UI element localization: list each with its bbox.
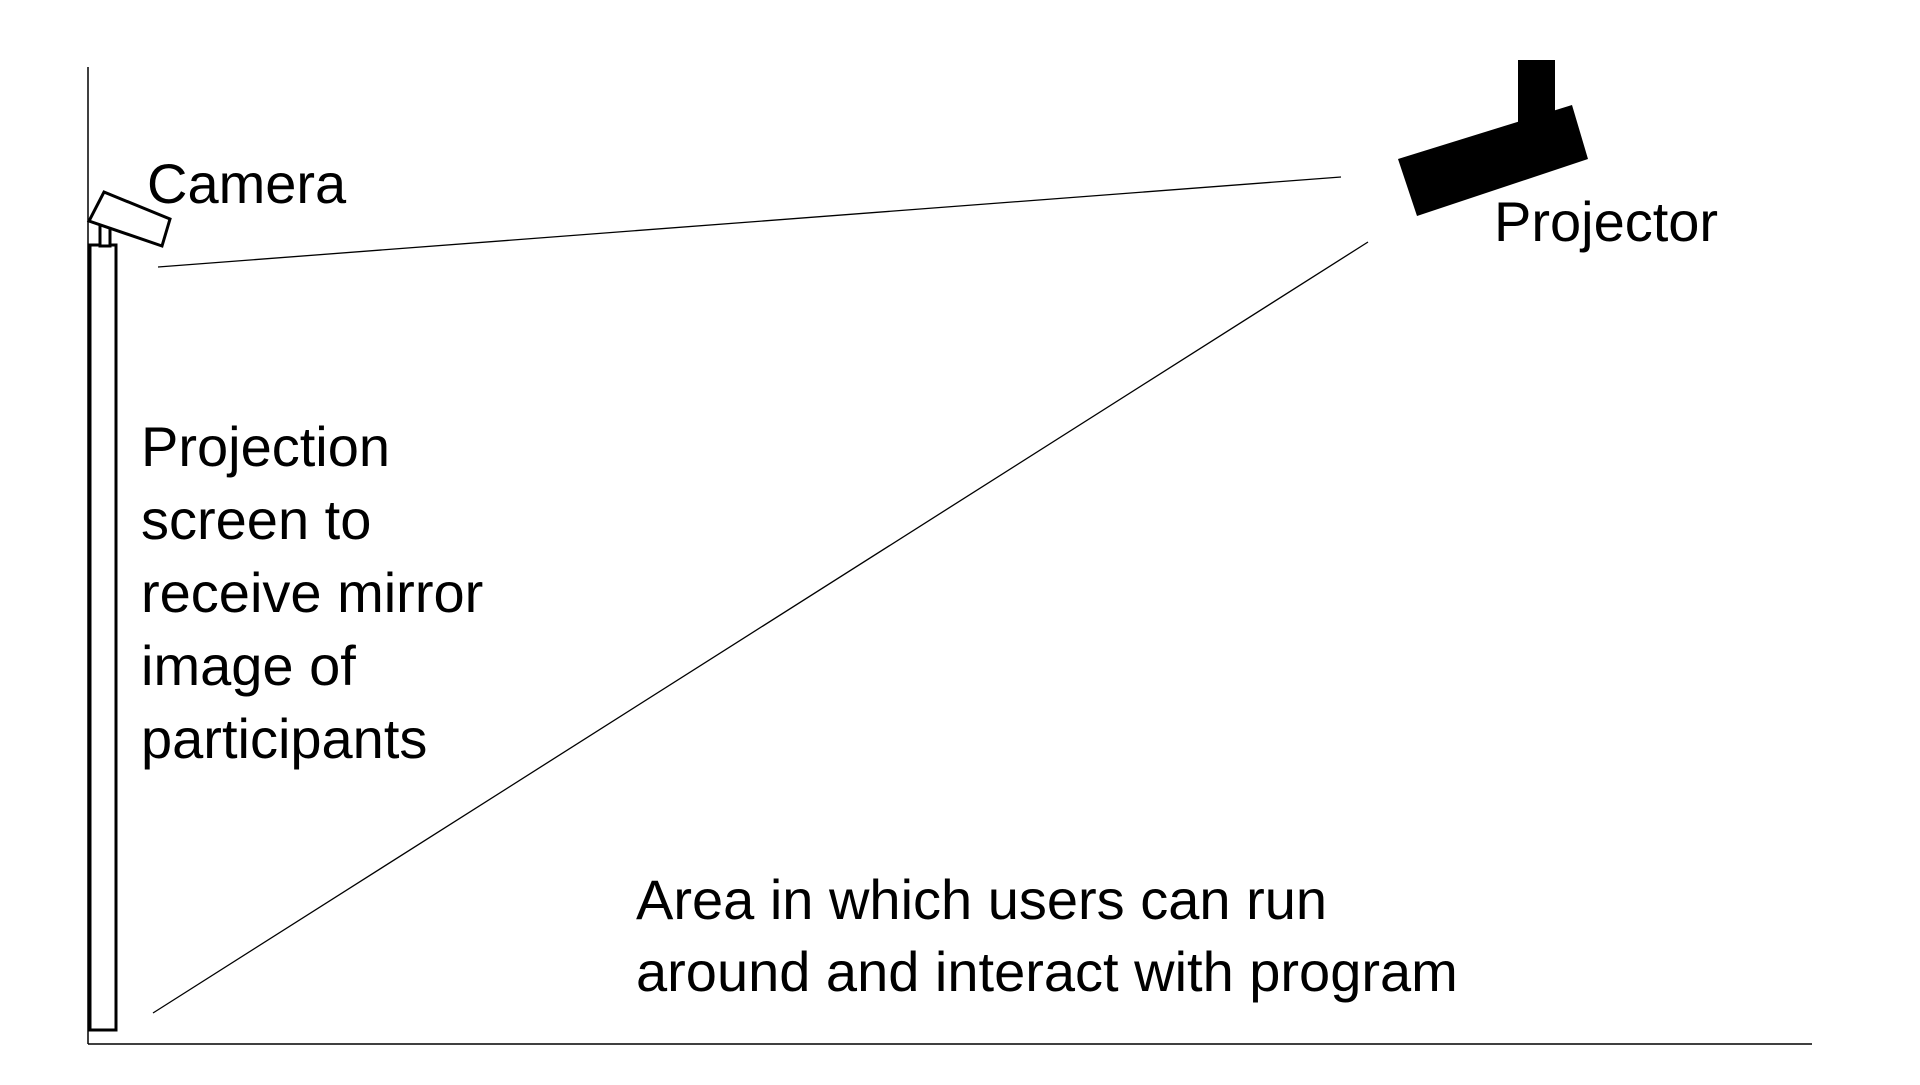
- area-description: Area in which users can run around and i…: [636, 868, 1458, 1003]
- screen-description-line: participants: [141, 707, 427, 770]
- area-description-line: around and interact with program: [636, 940, 1458, 1003]
- camera-label: Camera: [147, 152, 347, 215]
- screen-description-line: Projection: [141, 415, 390, 478]
- projector-icon: [1398, 105, 1588, 216]
- area-description-line: Area in which users can run: [636, 868, 1327, 931]
- screen-description-line: image of: [141, 634, 356, 697]
- projection-screen: [88, 243, 118, 1032]
- screen-description: Projection screen to receive mirror imag…: [141, 415, 499, 770]
- camera-view-line: [157, 176, 1342, 268]
- projector-beam-line: [152, 241, 1369, 1014]
- screen-description-line: screen to: [141, 488, 371, 551]
- projector-label: Projector: [1494, 190, 1718, 253]
- screen-description-line: receive mirror: [141, 561, 483, 624]
- camera-icon: [86, 190, 172, 248]
